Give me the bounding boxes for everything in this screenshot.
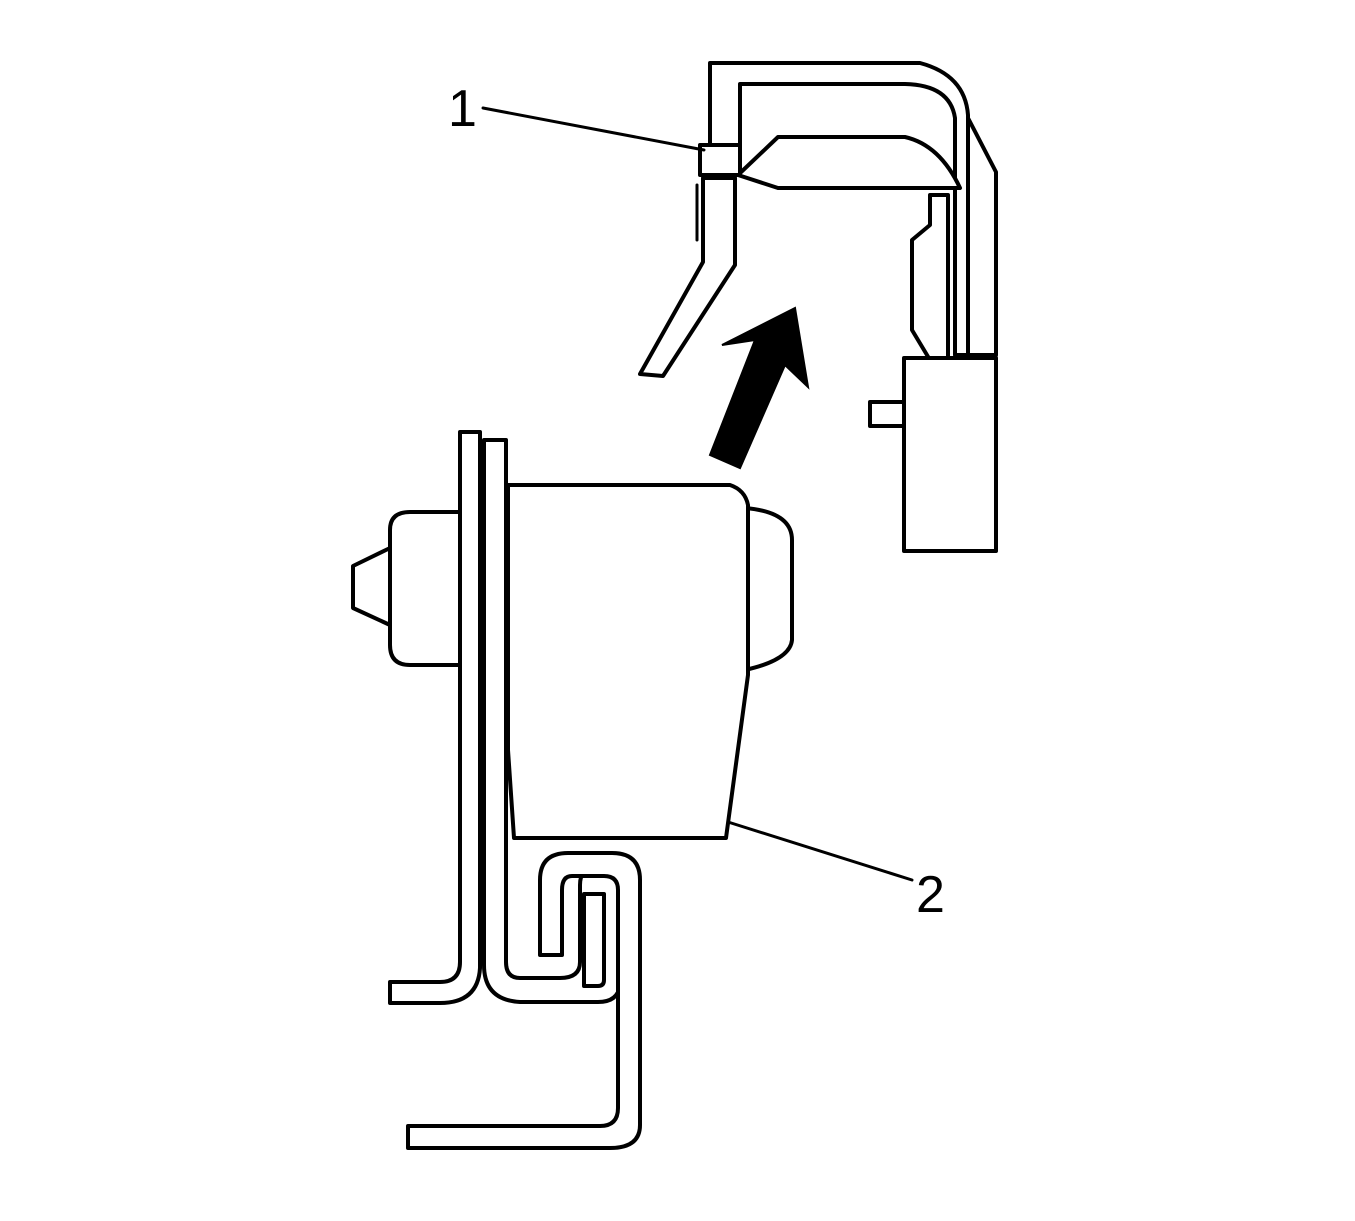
callout-1: 1	[448, 80, 706, 152]
arrow-up-right-icon	[708, 306, 810, 470]
bracket-latch-tab	[910, 193, 950, 362]
bracket-release-arm	[638, 176, 737, 378]
callout-2-label: 2	[916, 866, 945, 924]
upper-bracket-assembly	[638, 61, 998, 553]
bracket-peg	[868, 400, 906, 428]
mount-bracket-left	[388, 430, 482, 1005]
module-plug-tip	[351, 546, 392, 627]
callout-1-label: 1	[448, 80, 477, 138]
callout-1-leader	[481, 106, 706, 152]
callout-2-leader	[726, 820, 914, 882]
lower-module-assembly	[351, 430, 794, 1150]
mount-bracket-inner-slot	[582, 892, 606, 988]
module-right-cap	[743, 506, 794, 672]
module-body	[506, 483, 750, 840]
bracket-lip	[736, 135, 962, 190]
callout-2: 2	[726, 820, 945, 924]
bracket-side-rail	[966, 116, 998, 357]
bracket-housing	[708, 61, 970, 357]
module-left-plug	[388, 510, 462, 667]
mount-bracket-hook	[406, 851, 642, 1150]
bracket-lower-block	[902, 356, 998, 553]
bracket-retainer-notch	[698, 143, 742, 177]
